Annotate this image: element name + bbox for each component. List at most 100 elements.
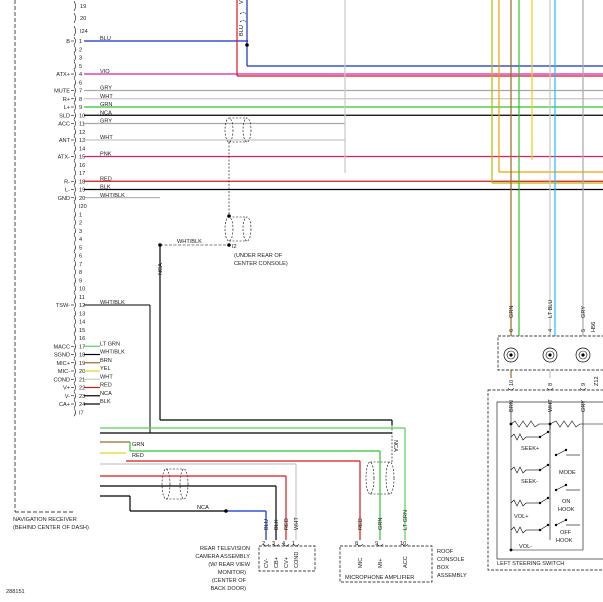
receiver-row: 4 (73, 234, 82, 244)
receiver-row: 10 (73, 284, 85, 293)
mic-pin-name: ACC (403, 556, 409, 568)
steering-pin-number: 8 (548, 383, 554, 386)
steering-pin-number: 10 (509, 380, 515, 386)
ground-point: I2 (UNDER REAR OF CENTER CONSOLE) WHT/BL… (158, 239, 398, 452)
mic-wire-label: GRN (378, 518, 384, 530)
receiver-row: 6 (73, 78, 82, 87)
top-pin-number: 19 (80, 4, 86, 10)
pin-number: 6 (79, 80, 82, 86)
pin-number: 14 (79, 320, 85, 326)
terminal-label: MIC+ (56, 361, 70, 367)
ground-location-2: CENTER CONSOLE) (234, 261, 288, 267)
wire-color-label: BRN (100, 358, 112, 364)
wire-color-label: VIO (100, 69, 110, 75)
camera-pin-number: 4 (282, 541, 285, 547)
nav-receiver-location: (BEHIND CENTER OF DASH) (13, 525, 89, 531)
pin-number: 12 (79, 130, 85, 136)
receiver-row: 2 (73, 45, 82, 54)
h56-wire-label: GRY (581, 306, 587, 318)
pin-number: 18 (79, 353, 85, 359)
pin-number: 19 (79, 361, 85, 367)
receiver-row: I7 (73, 408, 84, 417)
pin-number: 5 (79, 64, 82, 70)
wire-color-label: WHT (100, 94, 113, 100)
roof-label-1: ROOF (437, 549, 454, 555)
receiver-row: 5 (73, 61, 82, 70)
receiver-row: 7 (73, 259, 82, 268)
terminal-label: SLD (59, 113, 70, 119)
ground-location-1: (UNDER REAR OF (234, 253, 283, 259)
receiver-row: 16 (73, 333, 85, 343)
nca-mic-label: NCA (392, 440, 398, 452)
terminal-label: ATX+ (56, 72, 70, 78)
pin-number: 9 (79, 278, 82, 284)
receiver-row: 22V+RED (63, 383, 112, 392)
on-hook-label-2: HOOK (558, 507, 575, 513)
wire-color-label: WHT/BLK (100, 350, 125, 356)
receiver-row: 18R-RED (64, 176, 603, 186)
pin-number: 1 (79, 212, 82, 218)
wire-color-label: WHT (100, 374, 113, 380)
gnd-wire-label: WHT/BLK (177, 239, 202, 245)
steering-wire-label: GRY (581, 400, 587, 412)
receiver-row: 15 (73, 325, 85, 334)
receiver-row: 6 (73, 251, 82, 260)
roof-label-2: CONSOLE (437, 557, 465, 563)
pin-number: 7 (79, 89, 82, 95)
receiver-row: 1 (73, 210, 82, 219)
terminal-label: MIC- (58, 369, 70, 375)
right-bundle: BLU V (236, 0, 603, 378)
h56-pin-number: 6 (509, 329, 515, 332)
terminal-label: ACC (58, 122, 70, 128)
receiver-row: 8R+WHT (63, 94, 603, 103)
mic-pin-number: 9 (375, 541, 378, 547)
nav-receiver-label: NAVIGATION RECEIVER (13, 517, 77, 523)
terminal-label: MUTE (54, 89, 70, 95)
h56-label: H56 (591, 322, 597, 332)
pin-number: 8 (79, 270, 82, 276)
terminal-label: V- (65, 394, 70, 400)
on-hook-label-1: ON (562, 499, 570, 505)
pin-number: 20 (79, 196, 85, 202)
wire-color-label: WHT/BLK (100, 300, 125, 306)
pin-number: 16 (79, 336, 85, 342)
h56-wire-label: LT BLU (548, 300, 554, 318)
off-hook-label-1: OFF (560, 530, 572, 536)
receiver-row: 9 (73, 276, 82, 285)
pin-number: 15 (79, 328, 85, 334)
wire-color-label: RED (100, 383, 112, 389)
pin-number: 23 (79, 394, 85, 400)
off-hook-label-2: HOOK (556, 538, 573, 544)
pin-number: 11 (79, 295, 85, 301)
camera-label-2: CAMERA ASSEMBLY (195, 554, 250, 560)
pin-number: 19 (79, 188, 85, 194)
camera-wire-label: BLK (274, 519, 280, 530)
camera-label-3: (W/ REAR VIEW (208, 562, 250, 568)
nca-vertical-label: NCA (158, 263, 164, 275)
mic-pin-number: 8 (355, 541, 358, 547)
receiver-row: 23V-NCA (65, 391, 112, 400)
receiver-row: 14 (73, 144, 85, 153)
h56-pin-number: 4 (548, 329, 554, 332)
pin-number: 2 (79, 47, 82, 53)
roof-label-4: ASSEMBLY (437, 573, 467, 579)
wire-color-label: RED (100, 176, 112, 182)
h56-wire-label: GRN (509, 306, 515, 318)
receiver-row: 12 (73, 127, 85, 136)
seek-plus-label: SEEK+ (521, 446, 539, 452)
receiver-row: 13 (73, 309, 85, 318)
terminal-label: B (66, 39, 70, 45)
terminal-label: MACC (54, 344, 70, 350)
camera-pin-number: 3 (272, 541, 275, 547)
top-pin-number: I24 (80, 29, 88, 35)
pin-number: 3 (79, 56, 82, 62)
vol-minus-label: VOL- (519, 544, 532, 550)
